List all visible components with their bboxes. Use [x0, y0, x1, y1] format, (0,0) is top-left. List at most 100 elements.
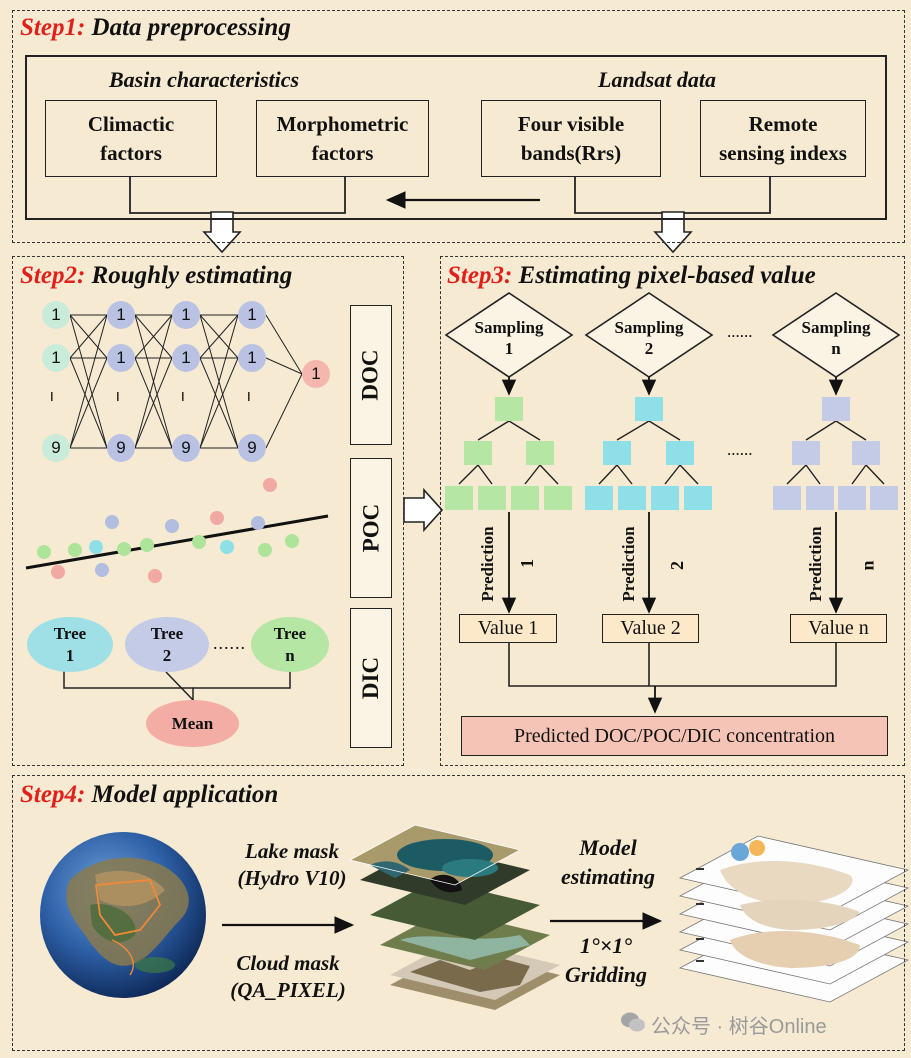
map-stack	[678, 835, 910, 1003]
nn-hidden-node: 9	[172, 434, 200, 462]
sampling-1-text: Sampling	[474, 318, 544, 337]
sampling-2-text: Sampling	[614, 318, 684, 337]
cloud-mask-label: Cloud mask (QA_PIXEL)	[218, 950, 358, 1005]
step4-title: Step4: Model application	[20, 781, 278, 809]
step1-inner-frame	[25, 55, 887, 220]
sampling-n-label: Sampling n	[786, 317, 886, 360]
tree-ellipsis-step3: ......	[727, 440, 753, 459]
landsat-data-heading: Landsat data	[598, 67, 716, 92]
basin-characteristics-heading: Basin characteristics	[109, 67, 300, 92]
branch-label-1: 1	[517, 559, 537, 568]
step2-title: Step2: Roughly estimating	[20, 262, 292, 290]
poc-label: POC	[358, 503, 383, 553]
watermark-text: 公众号 · 树谷Online	[651, 1016, 827, 1038]
prediction-label-1: Prediction	[478, 526, 497, 602]
step4-title-text: Model application	[91, 781, 279, 808]
cloud-mask-text: Cloud mask	[236, 951, 340, 975]
poc-label-box: POC	[350, 458, 392, 598]
nn-hidden-node: 1	[107, 301, 135, 329]
step1-number: Step1:	[20, 14, 86, 41]
nn-ellipsis: ......	[113, 391, 128, 400]
lake-mask-label: Lake mask (Hydro V10)	[222, 838, 362, 893]
tree-n-label: Tree	[273, 624, 307, 644]
tree-leaf	[838, 486, 866, 510]
tree-leaf	[618, 486, 646, 510]
nn-hidden-node: 1	[172, 344, 200, 372]
nn-hidden-node: 9	[107, 434, 135, 462]
tree-leaf	[806, 486, 834, 510]
landsat-image-stack	[348, 824, 560, 1010]
cloud-mask-source: (QA_PIXEL)	[230, 978, 346, 1003]
step1-title-text: Data preprocessing	[91, 14, 291, 41]
tree-node	[603, 441, 631, 465]
tree-node	[666, 441, 694, 465]
climactic-line2: factors	[100, 140, 162, 165]
step2-title-text: Roughly estimating	[91, 262, 293, 289]
tree-node	[495, 397, 523, 421]
gridding-text: Gridding	[565, 961, 647, 987]
tree-leaf	[445, 486, 473, 510]
sampling-n-text: Sampling	[801, 318, 871, 337]
climactic-line1: Climactic	[87, 112, 175, 137]
step2-panel	[12, 256, 404, 766]
visible-line1: Four visible	[517, 112, 625, 137]
wechat-icon	[620, 1011, 646, 1033]
branch-label-n: n	[857, 560, 878, 571]
step3-panel	[440, 256, 905, 766]
lake-mask-text: Lake mask	[245, 839, 339, 863]
estimating-text: estimating	[560, 863, 656, 889]
tree-node	[635, 397, 663, 421]
value-2-box: Value 2	[602, 614, 699, 643]
sampling-1-label: Sampling 1	[459, 317, 559, 360]
model-text: Model	[579, 835, 637, 860]
tree-1-label: Tree	[53, 624, 87, 644]
step4-number: Step4:	[20, 781, 86, 808]
mean-node: Mean	[146, 700, 239, 747]
sampling-n-index: n	[831, 339, 841, 359]
branch-label-2: 2	[667, 561, 687, 570]
tree-2-label: Tree	[150, 624, 184, 644]
prediction-label-2: Prediction	[619, 526, 638, 602]
step4-panel	[12, 775, 905, 1051]
nn-output-node: 1	[302, 360, 330, 388]
step1-title: Step1: Data preprocessing	[20, 14, 291, 42]
step1-panel	[12, 10, 905, 243]
sampling-1-index: 1	[504, 339, 514, 359]
tree-node	[852, 441, 880, 465]
tree-2-index: 2	[162, 645, 172, 665]
tree-ellipsis: ......	[213, 633, 246, 653]
tree-node	[464, 441, 492, 465]
doc-label: DOC	[358, 349, 383, 401]
tree-1-index: 1	[65, 645, 75, 665]
remote-line1: Remote	[748, 112, 818, 137]
sampling-ellipsis: ......	[727, 322, 753, 341]
tree-leaf	[870, 486, 898, 510]
tree-node	[526, 441, 554, 465]
step3-title-text: Estimating pixel-based value	[518, 262, 816, 289]
tree-node	[822, 397, 850, 421]
globe-image	[40, 832, 206, 998]
nn-input-node: 1	[42, 301, 70, 329]
morpho-line2: factors	[311, 140, 374, 165]
dic-label-box: DIC	[350, 608, 392, 748]
grid-resolution-text: 1°×1°	[579, 933, 633, 958]
tree-leaf	[511, 486, 539, 510]
predicted-concentration-box: Predicted DOC/POC/DIC concentration	[461, 716, 888, 756]
tree-leaf	[684, 486, 712, 510]
tree-n-index: n	[285, 645, 295, 665]
nn-hidden-node: 1	[172, 301, 200, 329]
tree-leaf	[585, 486, 613, 510]
value-n-box: Value n	[790, 614, 887, 643]
dic-label: DIC	[358, 656, 384, 700]
lake-mask-source: (Hydro V10)	[237, 866, 347, 891]
tree-node	[792, 441, 820, 465]
nn-ellipsis: ......	[244, 391, 259, 400]
